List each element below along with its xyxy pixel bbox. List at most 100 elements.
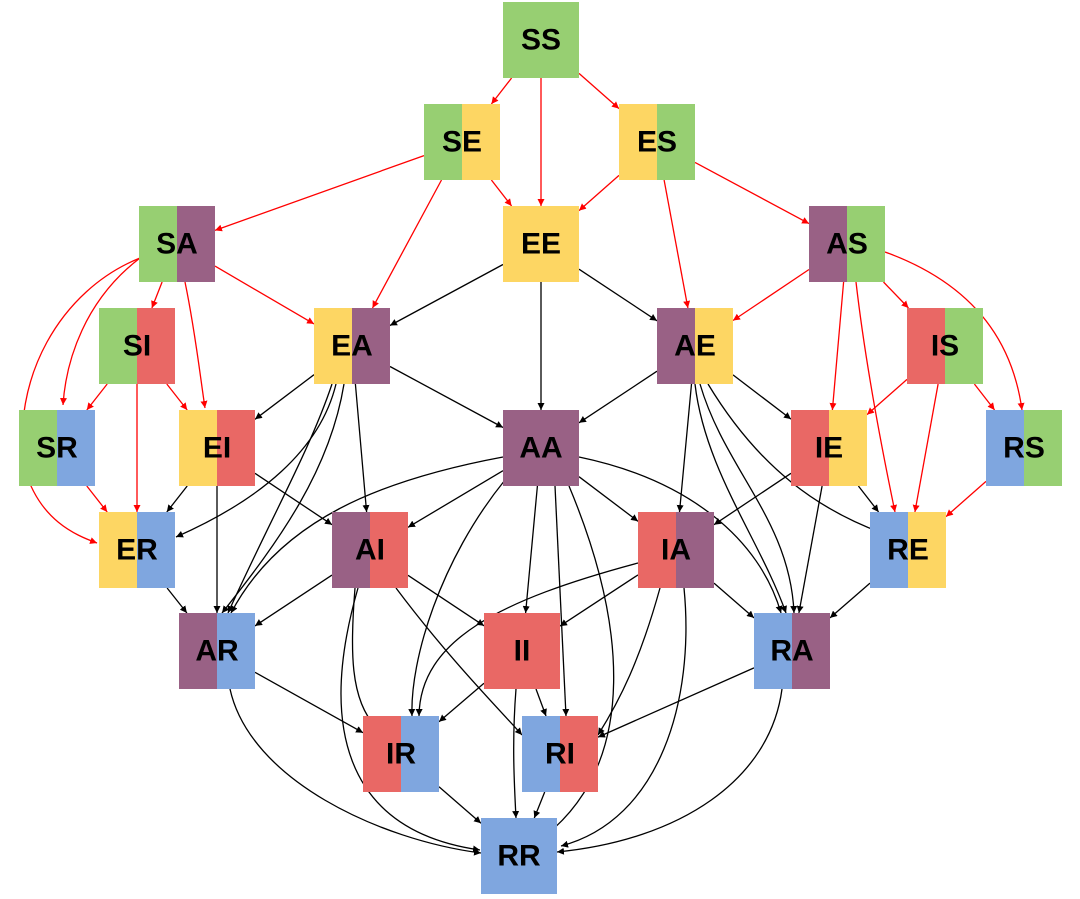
node-ra-right-half bbox=[792, 613, 830, 689]
node-er-label: ER bbox=[116, 534, 158, 567]
node-es-right-half bbox=[657, 104, 695, 180]
edge-ee-to-ae bbox=[578, 268, 658, 322]
node-ri-label: RI bbox=[545, 738, 575, 771]
edge-ie-to-re bbox=[857, 485, 880, 513]
node-ea-right-half bbox=[352, 308, 390, 384]
edge-aa-to-rr bbox=[544, 485, 615, 837]
node-er: ER bbox=[99, 512, 175, 588]
node-ar-left-half bbox=[179, 613, 217, 689]
node-ii-label: II bbox=[514, 635, 531, 668]
edge-ss-to-es bbox=[578, 72, 620, 110]
node-re-label: RE bbox=[887, 534, 929, 567]
edge-ie-to-ra bbox=[796, 485, 823, 614]
node-ra-label: RA bbox=[770, 635, 813, 668]
edge-ea-to-er bbox=[175, 383, 337, 538]
edge-ai-to-rr bbox=[340, 587, 481, 853]
node-ir-right-half bbox=[401, 716, 439, 792]
node-se-left-half bbox=[424, 104, 462, 180]
edge-aa-to-ar bbox=[230, 456, 504, 614]
node-ie: IE bbox=[791, 410, 867, 486]
node-ea: EA bbox=[314, 308, 390, 384]
node-rr: RR bbox=[481, 818, 557, 894]
node-ii-left-half bbox=[484, 613, 522, 689]
edge-ae-to-ie bbox=[732, 374, 792, 420]
edge-ir-to-rr bbox=[438, 786, 482, 824]
edge-aa-to-ai bbox=[407, 470, 504, 528]
node-ii-right-half bbox=[522, 613, 560, 689]
edge-sa-to-si bbox=[151, 281, 163, 309]
node-sr-label: SR bbox=[36, 432, 78, 465]
edge-re-to-ra bbox=[829, 582, 871, 619]
node-sa-label: SA bbox=[156, 228, 198, 261]
edge-aa-to-ia bbox=[578, 476, 639, 522]
node-ei-label: EI bbox=[203, 432, 231, 465]
node-ei-left-half bbox=[179, 410, 217, 486]
edge-aa-to-ir bbox=[408, 479, 506, 717]
node-ae: AE bbox=[657, 308, 733, 384]
edge-aa-to-ri bbox=[554, 485, 570, 717]
edge-ie-to-ia bbox=[713, 472, 792, 526]
node-ie-left-half bbox=[791, 410, 829, 486]
node-sr-left-half bbox=[19, 410, 57, 486]
edge-se-to-ea bbox=[371, 179, 443, 309]
edge-ia-to-ri bbox=[597, 587, 661, 736]
node-ra-left-half bbox=[754, 613, 792, 689]
node-ri: RI bbox=[522, 716, 598, 792]
edge-es-to-ee bbox=[578, 174, 620, 212]
node-ai-right-half bbox=[370, 512, 408, 588]
edge-ia-to-rr bbox=[560, 587, 687, 848]
node-rs-left-half bbox=[986, 410, 1024, 486]
node-ee-left-half bbox=[503, 206, 541, 282]
node-sa: SA bbox=[139, 206, 215, 282]
edge-sr-to-er bbox=[86, 485, 108, 513]
node-ra: RA bbox=[754, 613, 830, 689]
edge-sa-to-er bbox=[21, 257, 141, 544]
node-si-label: SI bbox=[123, 330, 151, 363]
node-ie-right-half bbox=[829, 410, 867, 486]
node-ss-right-half bbox=[541, 2, 579, 78]
node-re: RE bbox=[870, 512, 946, 588]
node-rs: RS bbox=[986, 410, 1062, 486]
edge-ea-to-ai bbox=[354, 383, 370, 513]
node-ae-left-half bbox=[657, 308, 695, 384]
node-ia-label: IA bbox=[661, 534, 691, 567]
node-is: IS bbox=[907, 308, 983, 384]
node-se-label: SE bbox=[442, 126, 482, 159]
node-ar-right-half bbox=[217, 613, 255, 689]
edge-ea-to-aa bbox=[389, 365, 504, 429]
node-ee-right-half bbox=[541, 206, 579, 282]
edge-ss-to-se bbox=[490, 77, 513, 105]
edge-ia-to-ra bbox=[713, 582, 755, 619]
edge-is-to-re bbox=[912, 383, 939, 513]
node-sr-right-half bbox=[57, 410, 95, 486]
node-aa-label: AA bbox=[519, 432, 562, 465]
node-ie-label: IE bbox=[815, 432, 843, 465]
edge-se-to-ee bbox=[490, 179, 513, 207]
node-as-right-half bbox=[847, 206, 885, 282]
node-ss-label: SS bbox=[521, 24, 561, 57]
edge-is-to-rs bbox=[973, 383, 996, 411]
node-rs-label: RS bbox=[1003, 432, 1045, 465]
node-ea-label: EA bbox=[331, 330, 373, 363]
node-is-label: IS bbox=[931, 330, 959, 363]
edge-se-to-sa bbox=[214, 154, 425, 232]
edge-rs-to-re bbox=[945, 480, 987, 518]
node-rr-label: RR bbox=[497, 840, 541, 873]
node-ss: SS bbox=[503, 2, 579, 78]
node-se: SE bbox=[424, 104, 500, 180]
node-ea-left-half bbox=[314, 308, 352, 384]
edge-si-to-sr bbox=[86, 383, 108, 411]
edge-ea-to-ei bbox=[254, 374, 315, 420]
node-rr-right-half bbox=[519, 818, 557, 894]
node-rs-right-half bbox=[1024, 410, 1062, 486]
edge-ii-to-rr bbox=[512, 688, 520, 819]
node-as-left-half bbox=[809, 206, 847, 282]
node-ar: AR bbox=[179, 613, 255, 689]
node-as-label: AS bbox=[826, 228, 868, 261]
node-rr-left-half bbox=[481, 818, 519, 894]
edge-ar-to-ir bbox=[254, 671, 364, 734]
edge-ri-to-rr bbox=[533, 791, 546, 819]
edge-ea-to-ar bbox=[227, 383, 333, 614]
